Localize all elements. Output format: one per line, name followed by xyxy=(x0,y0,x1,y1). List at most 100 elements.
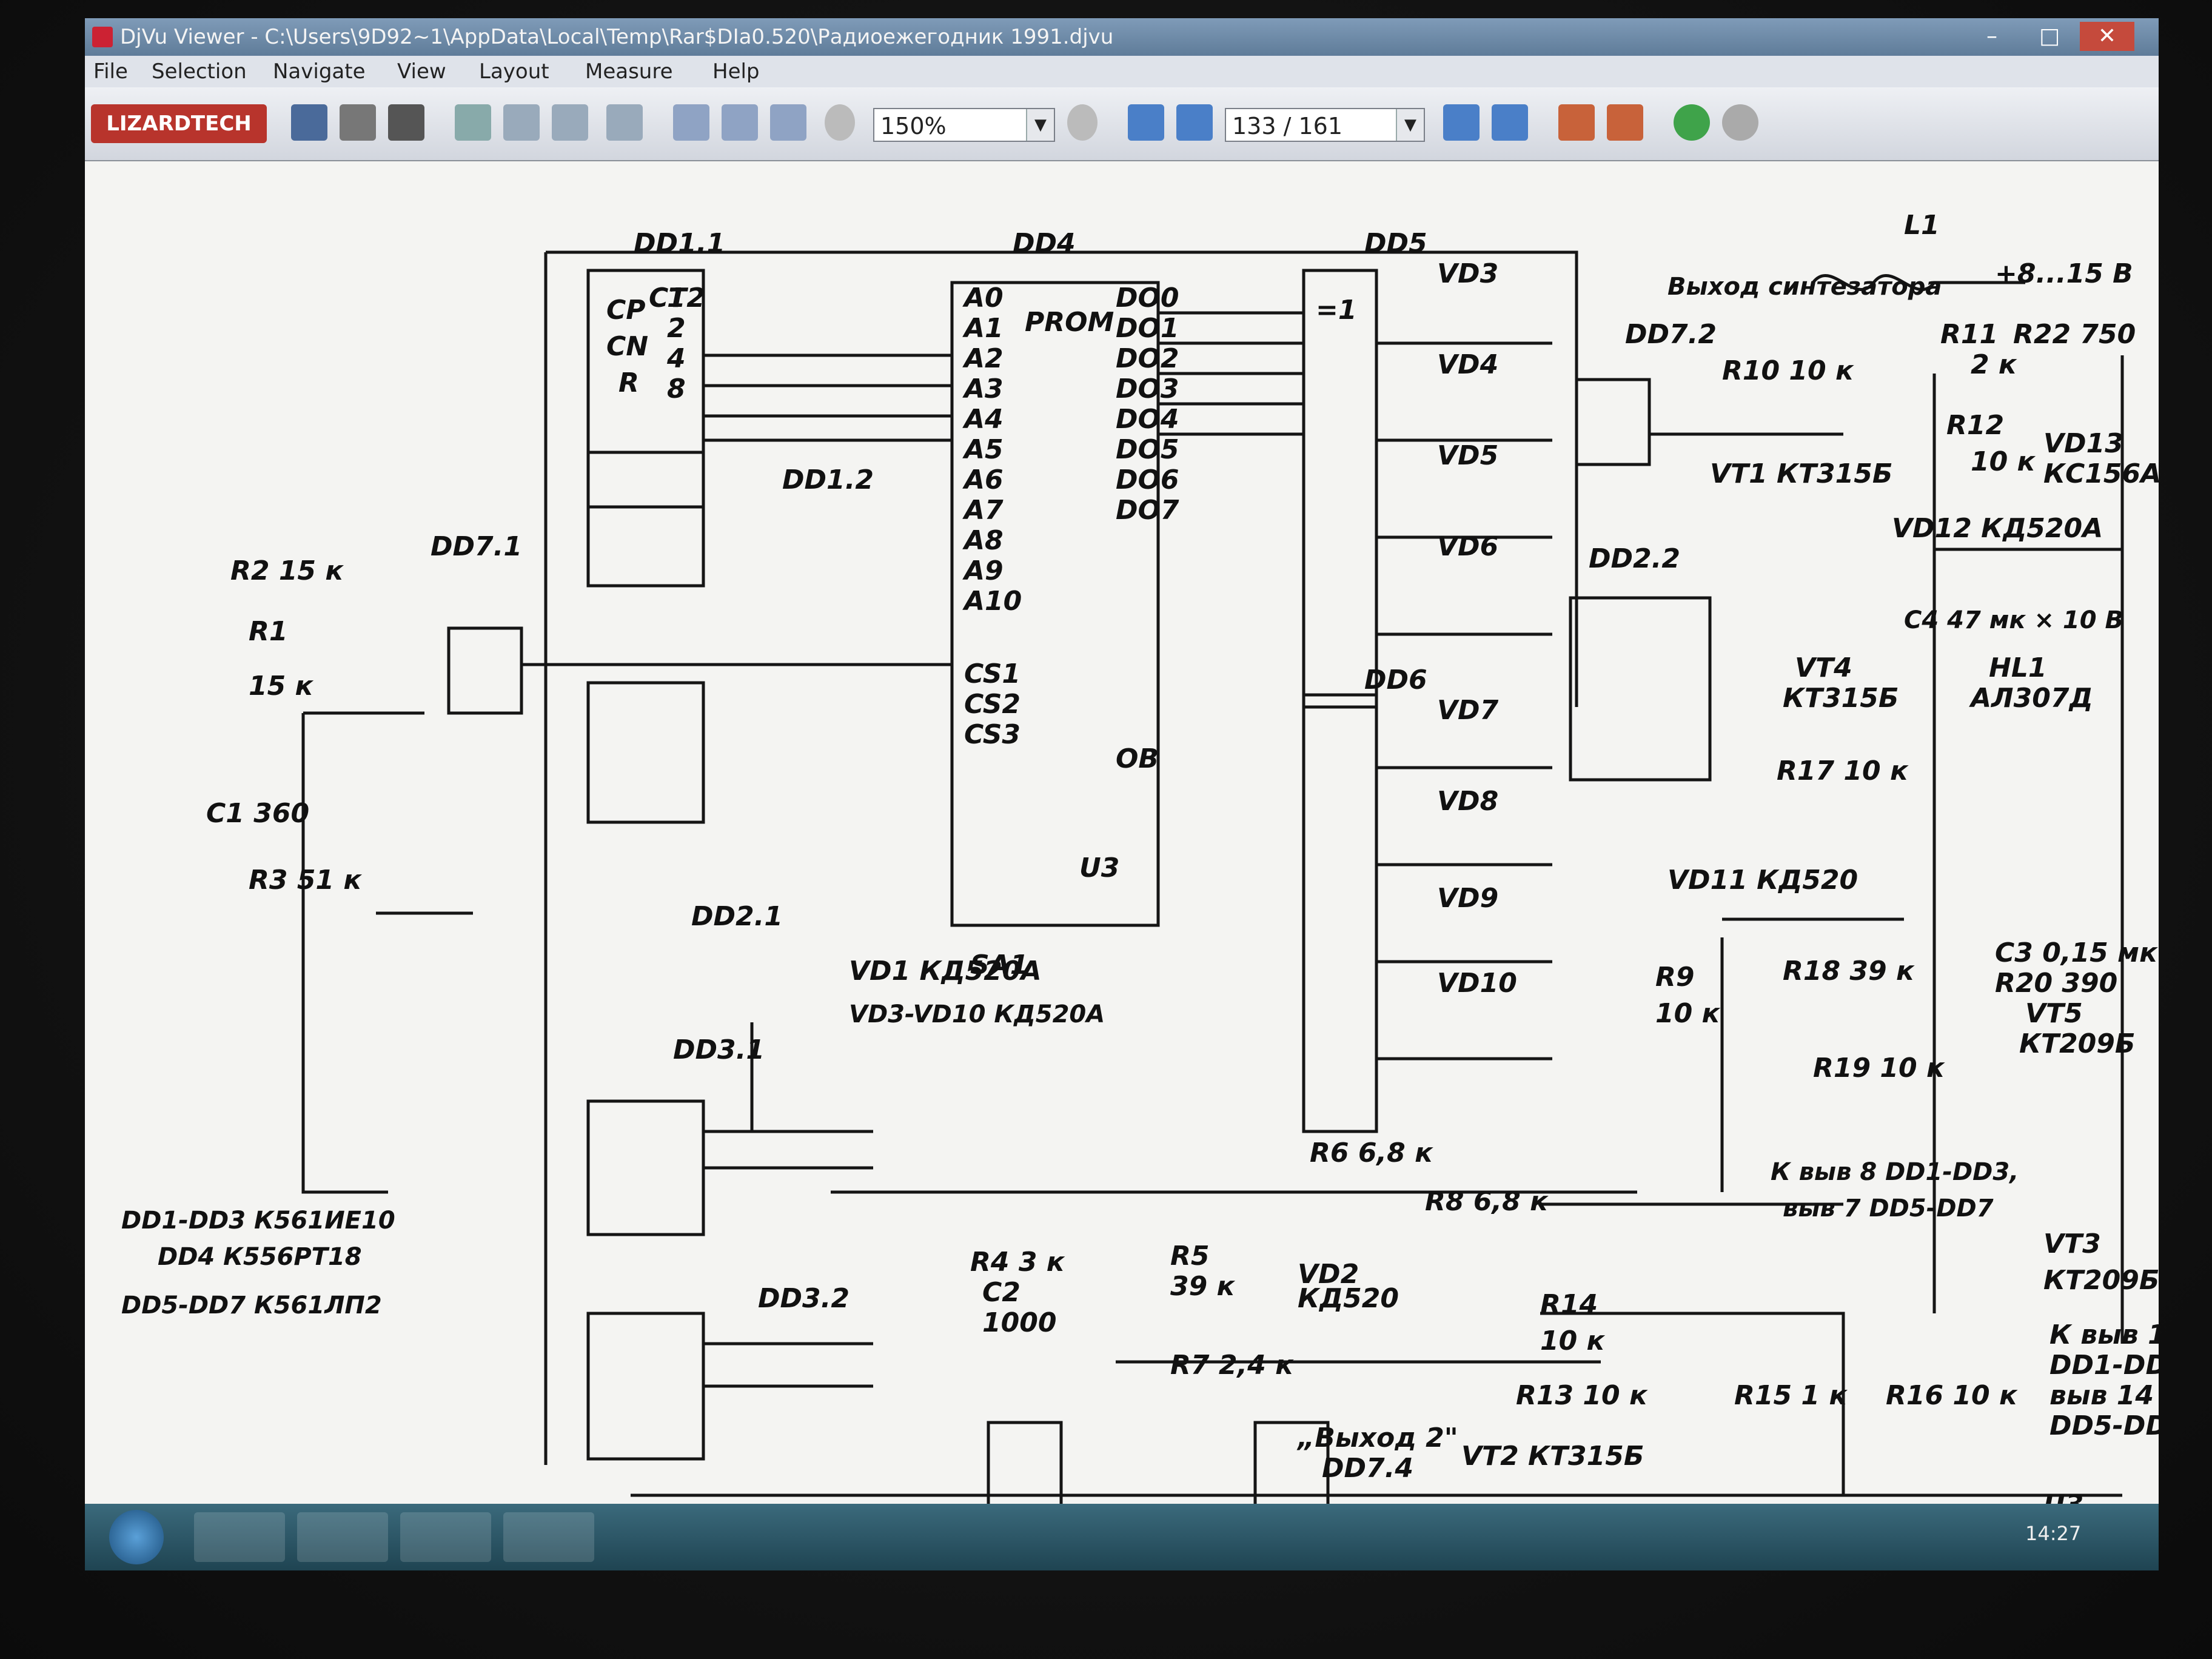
schematic-label: VD1 КД520А xyxy=(849,956,1042,987)
schematic-label: A1 xyxy=(962,313,1004,344)
chip-body xyxy=(586,681,705,824)
schematic-label: =1 xyxy=(1316,295,1356,326)
text-tool-icon[interactable] xyxy=(503,104,540,141)
title-bar: DjVu Viewer - C:\Users\9D92~1\AppData\Lo… xyxy=(85,18,2159,56)
schematic-label: К выв 8 DD1-DD3, xyxy=(1771,1158,2019,1186)
schematic-label: PROM xyxy=(1025,307,1114,338)
next-page-icon[interactable] xyxy=(1443,104,1480,141)
schematic-label: КД520 xyxy=(1298,1283,1399,1314)
schematic-label: 8 xyxy=(667,374,686,404)
schematic-label: R3 51 к xyxy=(249,865,362,896)
wire xyxy=(544,250,1578,1465)
single-page-icon[interactable] xyxy=(673,104,709,141)
wire xyxy=(1158,311,1304,436)
wire xyxy=(1376,341,1552,1061)
schematic-label: DD1.1 xyxy=(634,228,725,259)
rotate-right-icon[interactable] xyxy=(1607,104,1643,141)
continuous-page-icon[interactable] xyxy=(722,104,758,141)
djvu-task-icon[interactable] xyxy=(503,1512,594,1562)
zoom-value: 150% xyxy=(880,113,947,139)
minimize-button[interactable]: – xyxy=(1986,24,1997,49)
schematic-label: 10 к xyxy=(1540,1326,1606,1356)
schematic-label: DD6 xyxy=(1364,665,1427,695)
schematic-label: VT3 xyxy=(2043,1228,2101,1259)
zoom-out-icon[interactable] xyxy=(1067,104,1098,141)
schematic-label: OB xyxy=(1116,743,1159,774)
find-icon[interactable] xyxy=(388,104,424,141)
schematic-label: DO0 xyxy=(1116,283,1179,313)
chip-body xyxy=(1253,1421,1330,1504)
schematic-label: CS2 xyxy=(964,689,1021,720)
maximize-button[interactable]: □ xyxy=(2039,24,2060,49)
schematic-label: DD3.2 xyxy=(758,1283,850,1314)
wire xyxy=(301,711,473,1194)
zoom-in-icon[interactable] xyxy=(825,104,855,141)
menu-view[interactable]: View xyxy=(397,59,446,84)
schematic-label: R20 390 xyxy=(1995,968,2117,999)
first-page-icon[interactable] xyxy=(1128,104,1164,141)
schematic-label: DD7.1 xyxy=(431,531,522,562)
schematic-label: 15 к xyxy=(249,671,314,702)
schematic-label: R8 6,8 к xyxy=(1425,1186,1549,1217)
schematic-label: DO7 xyxy=(1116,495,1179,526)
schematic-label: A6 xyxy=(962,464,1004,495)
schematic-label: VT1 КТ315Б xyxy=(1710,458,1892,489)
lizardtech-logo: LIZARDTECH xyxy=(91,104,267,143)
schematic-label: VD8 xyxy=(1437,786,1498,817)
previous-page-icon[interactable] xyxy=(1176,104,1213,141)
schematic-label: АЛ307Д xyxy=(1969,683,2093,714)
media-task-icon[interactable] xyxy=(400,1512,491,1562)
zoom-tool-icon[interactable] xyxy=(552,104,588,141)
schematic-label: VD6 xyxy=(1437,531,1498,562)
schematic-label: DO5 xyxy=(1116,434,1179,465)
menu-file[interactable]: File xyxy=(93,59,128,84)
chrome-task-icon[interactable] xyxy=(194,1512,285,1562)
print-icon[interactable] xyxy=(340,104,376,141)
schematic-label: CS3 xyxy=(964,719,1021,750)
select-tool-icon[interactable] xyxy=(606,104,643,141)
save-icon[interactable] xyxy=(291,104,327,141)
chevron-down-icon[interactable]: ▼ xyxy=(1026,109,1054,141)
schematic-label: A10 xyxy=(962,586,1022,617)
last-page-icon[interactable] xyxy=(1492,104,1528,141)
schematic-label: R22 750 xyxy=(2013,319,2136,350)
schematic-label: VD7 xyxy=(1437,695,1499,726)
fit-page-icon[interactable] xyxy=(770,104,806,141)
back-icon[interactable] xyxy=(1674,104,1710,141)
schematic-label: A3 xyxy=(962,374,1004,404)
menu-selection[interactable]: Selection xyxy=(152,59,247,84)
schematic-label: VD9 xyxy=(1437,883,1498,914)
menu-layout[interactable]: Layout xyxy=(479,59,549,84)
page-select[interactable]: 133 / 161 ▼ xyxy=(1225,108,1425,142)
chip-body xyxy=(586,269,705,509)
schematic-label: DD4 К556РТ18 xyxy=(158,1243,362,1271)
schematic-label: A8 xyxy=(962,525,1004,556)
schematic-label: 2 xyxy=(667,313,686,344)
menu-help[interactable]: Help xyxy=(712,59,760,84)
schematic-label: 2 к xyxy=(1971,349,2017,380)
rotate-left-icon[interactable] xyxy=(1558,104,1595,141)
close-button[interactable]: ✕ xyxy=(2080,22,2134,51)
hand-tool-icon[interactable] xyxy=(455,104,491,141)
start-button[interactable] xyxy=(109,1510,164,1564)
schematic-label: C4 47 мк × 10 В xyxy=(1904,606,2123,634)
schematic-label: DD5 xyxy=(1364,228,1427,259)
schematic-label: VD13 xyxy=(2043,428,2123,459)
zoom-select[interactable]: 150% ▼ xyxy=(873,108,1055,142)
schematic-label: КТ209Б xyxy=(2043,1265,2159,1296)
schematic-label: КТ315Б xyxy=(1783,683,1899,714)
forward-icon[interactable] xyxy=(1722,104,1758,141)
menu-navigate[interactable]: Navigate xyxy=(273,59,366,84)
chip-body xyxy=(1575,378,1651,466)
menu-measure[interactable]: Measure xyxy=(585,59,673,84)
schematic-label: VD5 xyxy=(1437,440,1498,471)
chevron-down-icon[interactable]: ▼ xyxy=(1396,109,1424,141)
schematic-label: R6 6,8 к xyxy=(1310,1138,1433,1168)
schematic-label: CT2 xyxy=(649,283,705,313)
schematic-label: 1 xyxy=(667,283,686,313)
schematic-label: выв 7 DD5-DD7 xyxy=(1783,1195,1994,1222)
schematic-label: U3 xyxy=(2043,1489,2083,1504)
chip-body xyxy=(1302,269,1378,709)
explorer-task-icon[interactable] xyxy=(297,1512,388,1562)
